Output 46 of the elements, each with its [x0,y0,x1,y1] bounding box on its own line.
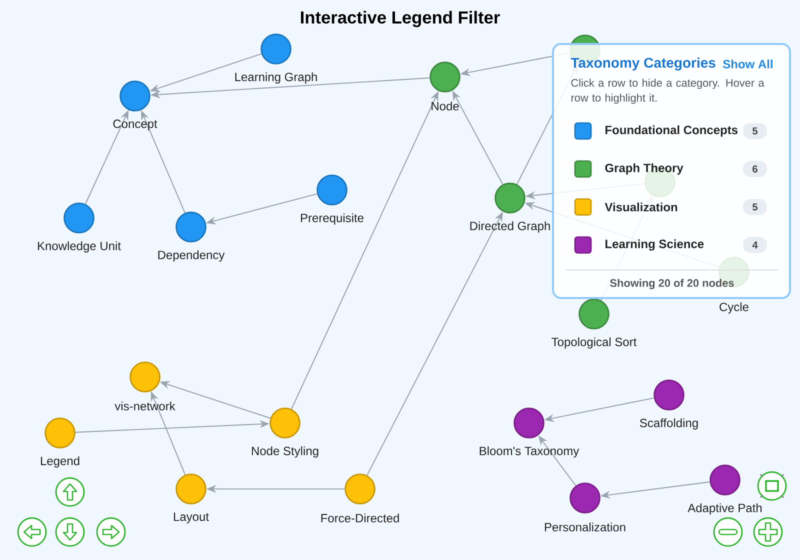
legend-label: Graph Theory [605,163,684,175]
node-label: Layout [174,512,209,524]
node-circle [710,464,740,496]
node-circle [316,174,348,206]
status-text: Showing 20 of 20 nodes [610,278,734,290]
node-label: Node [432,102,459,110]
legend-label: Foundational Concepts [606,125,738,137]
node-circle [260,34,292,64]
node-circle [176,212,206,242]
node-label: Force-Directed [321,514,399,522]
node-label: Prerequisite [300,213,364,225]
node-circle [514,408,544,438]
node-circle [430,62,460,92]
node-circle [44,418,76,448]
node-label: Knowledge Unit [38,241,121,253]
node-label: Personalization [544,522,626,532]
count-badge: 4 [743,237,767,253]
node-label: Node Styling [252,446,318,458]
node-circle [176,474,206,504]
node-label: Adaptive Path [688,503,762,515]
node-circle [130,362,160,392]
node-label: vis-network [114,402,176,410]
node-circle [270,408,300,438]
node-label: Cycle [720,302,748,314]
node-circle [344,474,376,504]
node-label: Directed Graph [470,221,550,233]
node-label: Bloom's Taxonomy [480,446,580,458]
node-circle [654,380,684,410]
node-label: Concept [113,120,158,130]
node-label: Legend [40,456,80,468]
node-circle [578,298,610,330]
title: Interactive Legend Filter [300,10,500,28]
node-circle [494,182,526,214]
legend-label: Learning Science [606,239,704,251]
panel-description: Click a row to hide a category. Hover a row to highlight it. [571,78,764,104]
node-label: Topological Sort [552,337,637,349]
node-label: Learning Graph [235,72,317,84]
node-label: Dependency [158,250,225,262]
node-circle [570,482,600,514]
node-circle [120,80,150,112]
count-badge: 5 [743,199,767,215]
node-circle [64,202,94,234]
show-all-link: Show All [722,60,772,68]
node-label: Scaffolding [640,418,698,430]
legend-label: Visualization [604,202,678,212]
panel-title: Taxonomy Categories [570,57,716,71]
